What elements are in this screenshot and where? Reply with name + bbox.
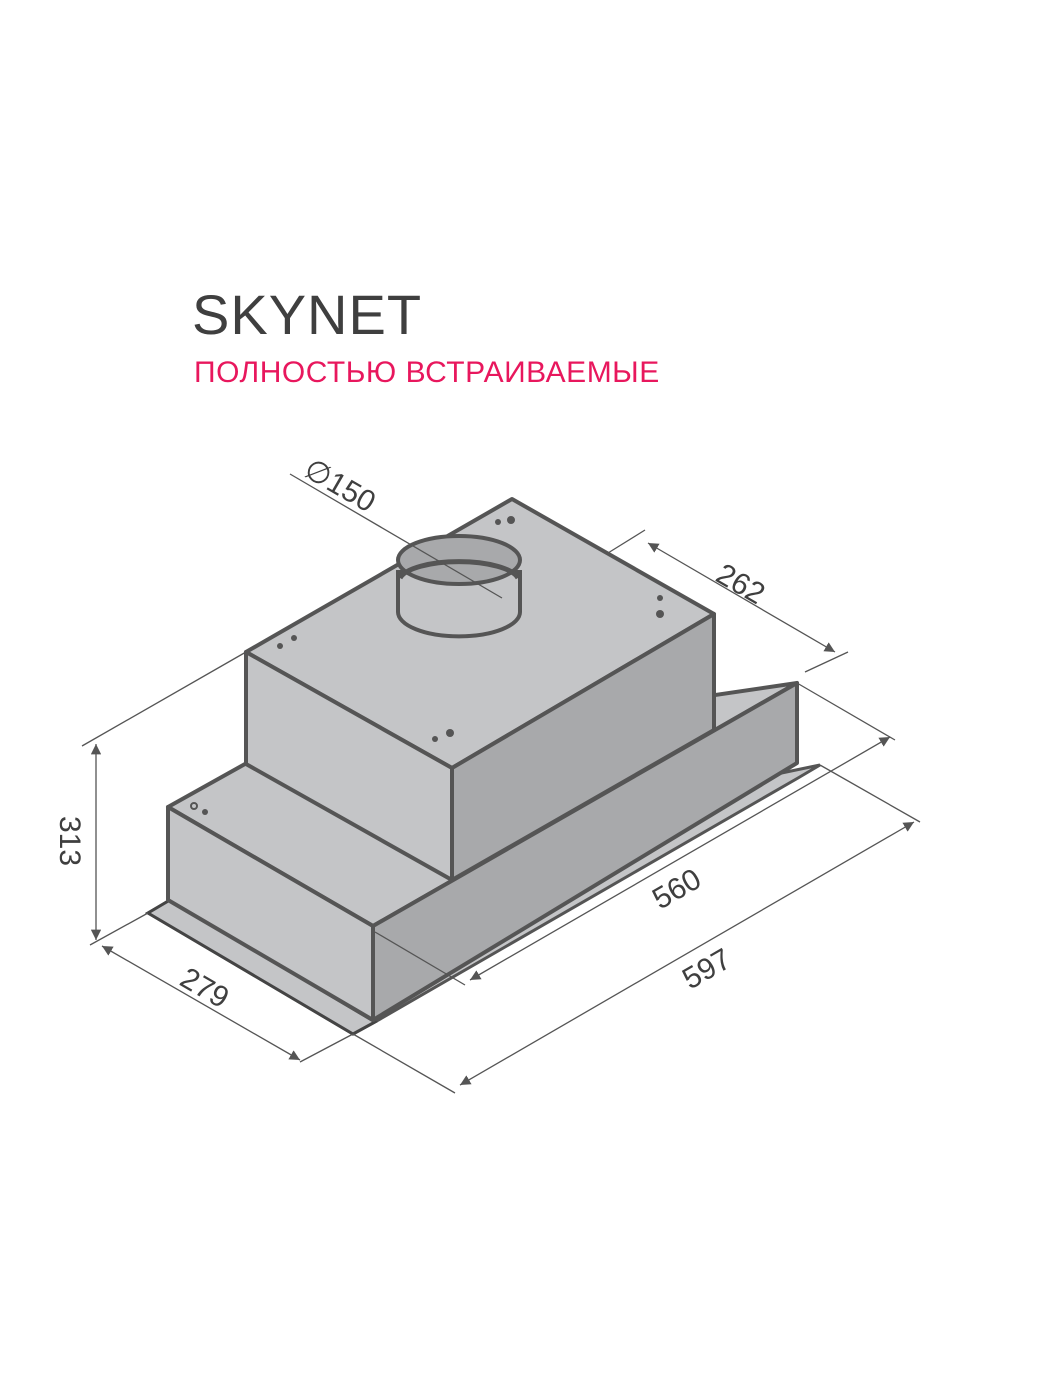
duct-collar [396,534,522,639]
product-category: ПОЛНОСТЬЮ ВСТРАИВАЕМЫЕ [194,356,660,389]
dim-width-total: 597 [677,942,737,996]
dim-duct-diameter: ∅150 [299,452,381,519]
dim-depth-lower: 279 [175,961,235,1015]
dim-depth-upper: 262 [711,557,771,611]
dimension-lines [81,473,921,1094]
dim-width-inner: 560 [647,862,707,916]
dim-height: 313 [53,816,86,866]
product-title: SKYNET [192,283,423,346]
